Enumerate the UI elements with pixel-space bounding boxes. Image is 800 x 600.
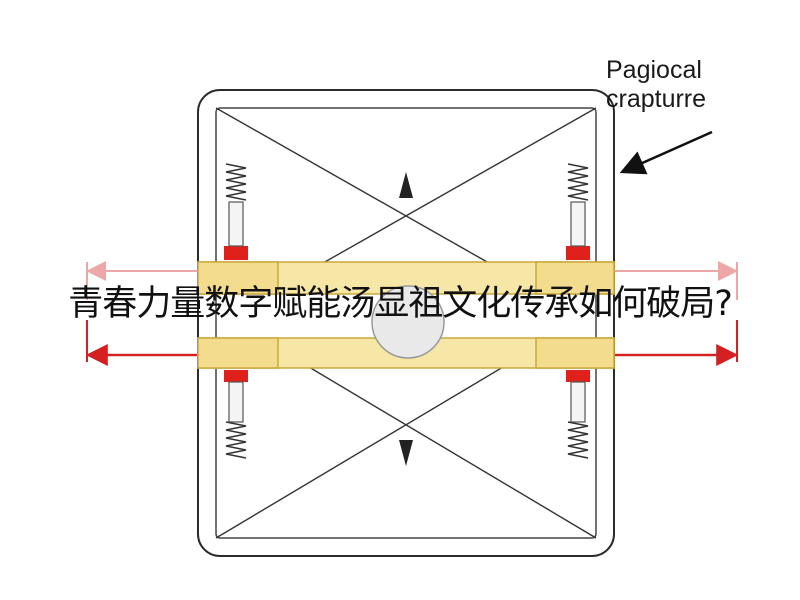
callout-line-1: Pagiocal — [606, 56, 702, 84]
callout-line-2: crapturre — [606, 85, 707, 113]
red-block-bottom-right — [566, 370, 590, 382]
top-triangle-marker-icon — [399, 172, 413, 198]
red-blocks — [224, 246, 590, 382]
center-hole — [371, 285, 445, 359]
rods — [228, 201, 586, 423]
spring-icon — [567, 421, 589, 459]
spring-icon — [567, 163, 589, 201]
spring-icon — [225, 163, 247, 201]
red-block-top-right — [566, 246, 590, 260]
red-block-top-left — [224, 246, 248, 260]
red-block-bottom-left — [224, 370, 248, 382]
spring-icon — [225, 421, 247, 459]
headline-overlay: 青春力量数字赋能汤显祖文化传承如何破局? — [68, 284, 733, 324]
bottom-triangle-marker-icon — [399, 440, 413, 466]
callout-arrow-icon — [619, 130, 713, 175]
inner-frame — [215, 107, 597, 539]
callout-label: Pagiocal crapturre — [606, 56, 796, 114]
